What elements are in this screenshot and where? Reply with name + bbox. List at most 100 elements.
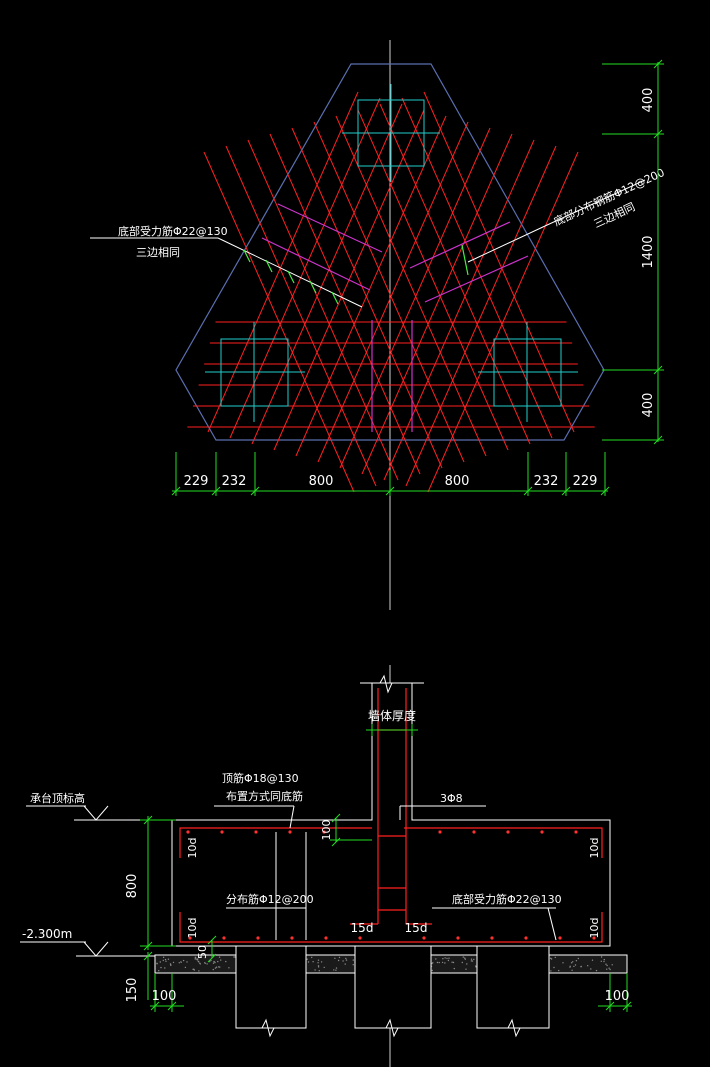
cushion-dot xyxy=(178,962,180,964)
cushion-dot xyxy=(307,961,310,963)
rebar-dot-bottom xyxy=(222,936,226,940)
cushion-dot xyxy=(577,957,579,960)
cushion-dot xyxy=(213,960,215,963)
cushion-dot xyxy=(312,961,314,963)
cushion-dot xyxy=(444,957,446,959)
rebar-dot-top xyxy=(540,830,544,834)
label-15d-left: 15d xyxy=(351,921,374,935)
cushion-dot xyxy=(452,961,455,964)
rebar-dot-top xyxy=(186,830,190,834)
cushion-dot xyxy=(466,963,468,965)
rebar-dot-top xyxy=(472,830,476,834)
pile-cap-outline xyxy=(175,63,605,441)
cushion-dot xyxy=(212,962,215,964)
label-dim-150: 150 xyxy=(125,978,140,1003)
cushion-dot xyxy=(204,962,206,964)
column-top xyxy=(342,84,440,182)
label-level: -2.300m xyxy=(22,927,72,941)
diagonal-bar-right xyxy=(335,115,487,457)
cushion-dot xyxy=(436,961,439,964)
cushion-dot xyxy=(164,958,167,961)
diagonal-bar-right xyxy=(423,91,575,433)
label-dim-100-right: 100 xyxy=(605,989,630,1004)
cushion-dot xyxy=(218,956,221,958)
cushion-dot xyxy=(591,959,594,961)
cushion-dot xyxy=(611,964,613,966)
rebar-left-diagonal xyxy=(207,91,579,493)
diagonal-bar-right xyxy=(247,139,399,481)
cushion-dot xyxy=(160,966,162,969)
cushion-dot xyxy=(549,957,552,959)
label-cap-top-level: 承台顶标高 xyxy=(30,791,85,805)
rebar-dot-bottom xyxy=(558,936,562,940)
leader-distribution-bar: 底部分布钢筋Φ12@200 三边相同 xyxy=(461,165,667,276)
cushion-dot xyxy=(217,960,219,963)
cushion-dot xyxy=(317,966,320,968)
rebar-dot-top xyxy=(254,830,258,834)
dim-bottom-229-left: 229 xyxy=(184,474,209,489)
cushion-dot xyxy=(214,961,216,964)
cushion-dot xyxy=(323,966,325,969)
cushion-dot xyxy=(571,969,573,971)
diagonal-bar-left xyxy=(427,151,579,493)
cushion-dot xyxy=(562,962,564,964)
label-dim-100-left: 100 xyxy=(152,989,177,1004)
level-mark-bottom xyxy=(20,941,155,957)
cushion-dot xyxy=(451,961,453,963)
cushion-dot xyxy=(550,958,553,960)
cushion-dot xyxy=(164,967,166,969)
label-15d-right: 15d xyxy=(405,921,428,935)
cushion-dot xyxy=(342,960,344,962)
cushion-dot xyxy=(218,966,220,968)
cushion-dot xyxy=(352,964,354,966)
cushion-dot xyxy=(344,963,346,965)
rebar-right-diagonal xyxy=(203,91,575,493)
cushion-dot xyxy=(317,959,320,961)
cushion-dot xyxy=(465,968,467,970)
cushion-dot xyxy=(438,961,440,964)
cushion-dot xyxy=(453,967,455,970)
dim-800 xyxy=(140,815,176,951)
diagonal-bar-left xyxy=(317,121,469,463)
cushion-dot xyxy=(197,958,199,960)
dim-bottom-232-right: 232 xyxy=(534,474,559,489)
cushion-dot xyxy=(606,964,608,967)
diagonal-bar-right xyxy=(379,103,531,445)
label-bottom-bar-line2: 三边相同 xyxy=(136,246,180,259)
cushion-dot xyxy=(580,966,582,968)
rebar-dot-top xyxy=(506,830,510,834)
rebar-dot-top xyxy=(574,830,578,834)
cushion-dot xyxy=(337,959,340,962)
cushion-dot xyxy=(186,961,188,963)
cushion-dot xyxy=(600,960,602,962)
cushion-dot xyxy=(206,963,208,965)
diagonal-bar-left xyxy=(405,145,557,487)
rebar-dot-bottom xyxy=(324,936,328,940)
cushion-dot xyxy=(574,964,577,966)
dim-right-400-top: 400 xyxy=(641,88,656,113)
dim-50 xyxy=(207,935,217,963)
cushion-dot xyxy=(595,969,598,972)
cushion-dot xyxy=(220,959,222,961)
rebar-dot-top xyxy=(220,830,224,834)
cushion-dot xyxy=(572,961,574,963)
cushion-dot xyxy=(609,968,611,971)
distribution-bars xyxy=(261,203,529,432)
rebar-dot-bottom xyxy=(592,936,596,940)
cushion-dot xyxy=(317,965,320,967)
dim-100-bottom-left xyxy=(150,973,184,1012)
cushion-dot xyxy=(167,958,170,960)
pile-break-marks xyxy=(236,1018,549,1038)
wall-break-mark xyxy=(360,674,424,694)
cushion-dot xyxy=(345,957,347,960)
cushion-dot xyxy=(212,968,214,971)
cushion-dot xyxy=(603,958,605,961)
label-stirrup: 3Φ8 xyxy=(440,792,463,805)
cushion-dot xyxy=(558,969,560,972)
label-top-bar-line2: 布置方式同底筋 xyxy=(226,789,303,803)
cushion-dot xyxy=(606,968,608,970)
cushion-dot xyxy=(431,962,433,965)
cushion-dot xyxy=(228,967,230,969)
diagonal-bar-left xyxy=(361,133,513,475)
cushion-dot xyxy=(573,965,575,968)
